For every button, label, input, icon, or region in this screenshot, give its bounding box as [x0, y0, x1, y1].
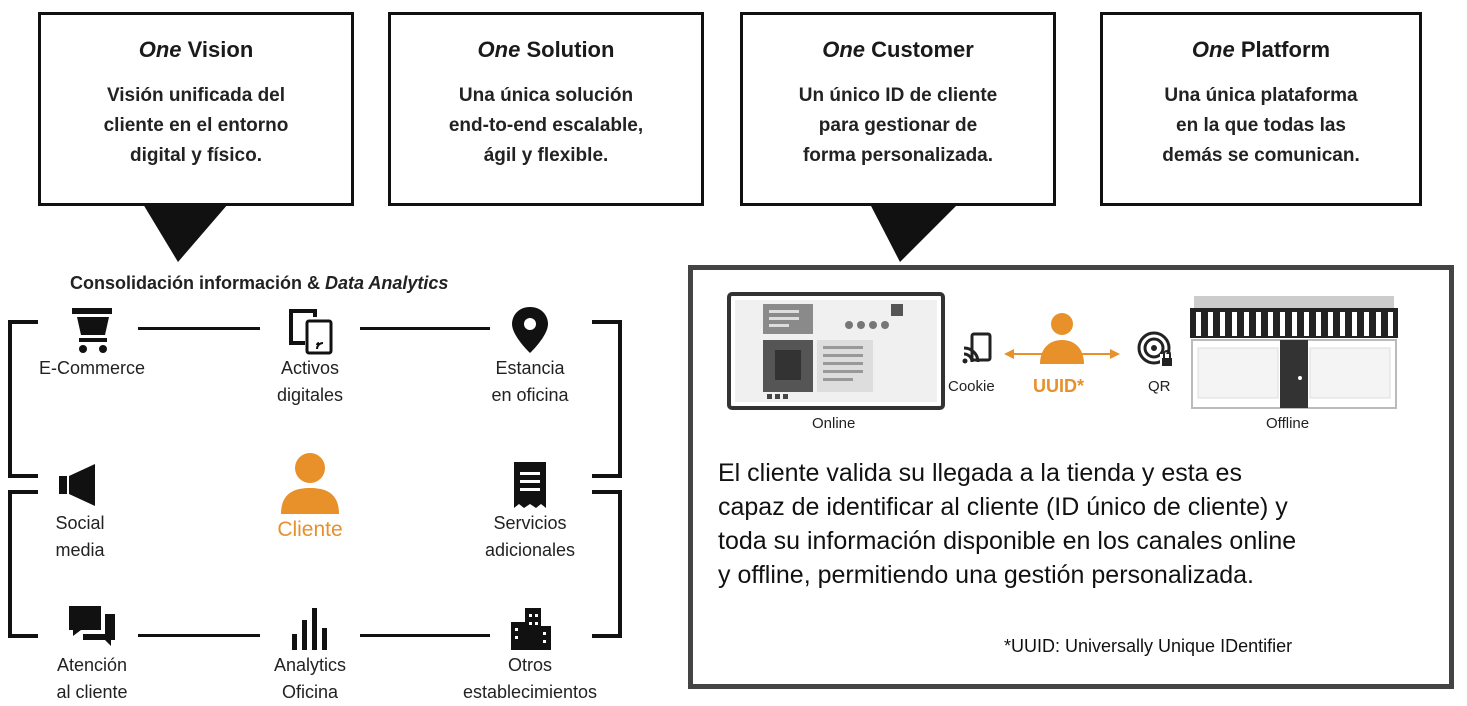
- storefront-illustration: [1190, 296, 1398, 409]
- right-bracket-top-h2: [592, 474, 622, 478]
- node-otros-establecimientos: Otros establecimientos: [440, 604, 620, 706]
- activos-label-2: digitales: [276, 385, 344, 405]
- cookie-label: Cookie: [948, 378, 995, 395]
- megaphone-icon: [59, 464, 95, 506]
- uuid-footnote: *UUID: Universally Unique IDentifier: [1004, 636, 1293, 656]
- cart-icon: [72, 308, 112, 353]
- online-screen-illustration: [727, 292, 945, 410]
- person-icon: [281, 453, 339, 514]
- node-social-media: Social media: [0, 460, 170, 564]
- customer-pointer-arrow: [870, 204, 958, 262]
- consolidation-title: Consolidación información & Data Analyti…: [70, 273, 449, 293]
- right-bracket-bottom-h2: [592, 634, 622, 638]
- atencion-label-1: Atención: [56, 655, 128, 675]
- otros-label-1: Otros: [507, 655, 552, 675]
- buildings-icon: [511, 608, 551, 650]
- node-atencion-cliente: Atención al cliente: [2, 604, 182, 706]
- chat-icon: [69, 606, 115, 646]
- node-activos-digitales: Activos digitales: [220, 305, 400, 409]
- connector-top-2: [360, 327, 490, 330]
- bar-chart-icon: [292, 608, 327, 650]
- left-bracket-bottom-h1: [8, 490, 38, 494]
- offline-label: Offline: [1266, 415, 1310, 432]
- servicios-label-2: adicionales: [484, 540, 576, 560]
- right-bracket-bottom: [618, 490, 622, 638]
- box-title: One Vision: [138, 37, 254, 62]
- estancia-label-2: en oficina: [491, 385, 569, 405]
- estancia-label-1: Estancia: [495, 358, 565, 378]
- uuid-label: UUID*: [1033, 376, 1085, 396]
- social-label-2: media: [55, 540, 105, 560]
- panel-description: El cliente valida su llegada a la tienda…: [718, 459, 1297, 589]
- node-ecommerce: E-Commerce: [2, 305, 182, 382]
- node-analytics-oficina: Analytics Oficina: [220, 604, 400, 706]
- analytics-label-2: Oficina: [281, 682, 339, 702]
- right-bracket-top-h1: [592, 320, 622, 324]
- node-servicios-adicionales: Servicios adicionales: [440, 460, 620, 564]
- connector-bottom-1: [138, 634, 260, 637]
- online-label: Online: [812, 415, 856, 432]
- node-cliente: Cliente: [220, 450, 400, 543]
- qr-label: QR: [1148, 378, 1171, 395]
- connector-top-1: [138, 327, 260, 330]
- right-bracket-top: [618, 320, 622, 478]
- receipt-icon: [514, 462, 546, 508]
- location-pin-icon: [512, 307, 548, 353]
- box-title: One Solution: [477, 37, 615, 62]
- ecommerce-label: E-Commerce: [38, 358, 145, 378]
- box-title: One Customer: [822, 37, 974, 62]
- node-estancia-oficina: Estancia en oficina: [440, 305, 620, 409]
- vision-pointer-arrow: [143, 204, 228, 262]
- box-title: One Platform: [1191, 37, 1331, 62]
- left-bracket-top: [8, 320, 12, 478]
- cliente-label: Cliente: [277, 518, 343, 541]
- left-bracket-bottom: [8, 490, 12, 638]
- right-bracket-bottom-h1: [592, 490, 622, 494]
- atencion-label-2: al cliente: [56, 682, 128, 702]
- social-label-1: Social: [55, 513, 105, 533]
- analytics-label-1: Analytics: [273, 655, 347, 675]
- left-bracket-top-h2: [8, 474, 38, 478]
- devices-icon: [289, 309, 333, 355]
- otros-label-2: establecimientos: [462, 682, 598, 702]
- connector-bottom-2: [360, 634, 490, 637]
- qr-icon: [1137, 331, 1174, 368]
- servicios-label-1: Servicios: [493, 513, 567, 533]
- left-bracket-top-h1: [8, 320, 38, 324]
- left-bracket-bottom-h2: [8, 634, 38, 638]
- activos-label-1: Activos: [280, 358, 340, 378]
- uuid-person-icon: [1004, 313, 1120, 364]
- cookie-nfc-icon: [962, 332, 992, 364]
